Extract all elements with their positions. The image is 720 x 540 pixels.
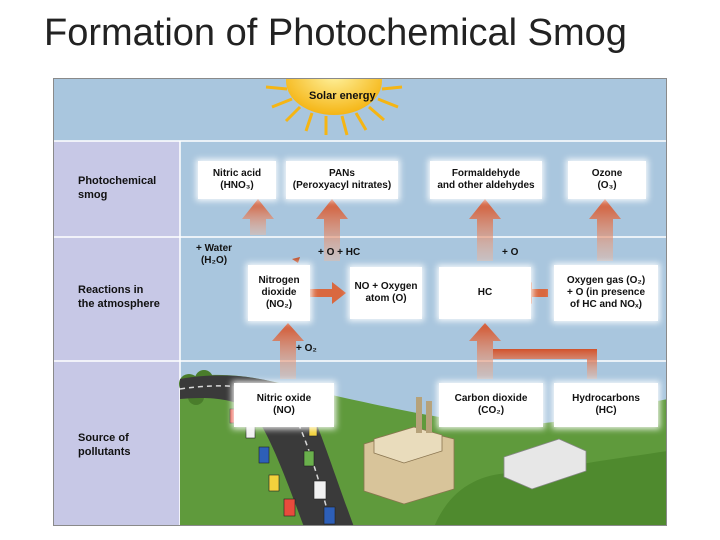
row-label-smog: Photochemical smog	[78, 175, 157, 201]
box-pans: PANs(Peroxyacyl nitrates)	[286, 161, 398, 199]
annotation-o2: + O₂	[296, 343, 317, 354]
arrow-no2-to-no-oxygen	[309, 282, 346, 304]
arrow-to-formaldehyde	[469, 199, 501, 261]
annotation-o-hc: + O + HC	[318, 247, 361, 258]
row-label-reactions: Reactions in the atmosphere	[78, 284, 160, 310]
box-nitric-acid: Nitric acid(HNO₃)	[198, 161, 276, 199]
arrow-to-hc	[469, 323, 501, 379]
box-hc: HC	[439, 267, 531, 319]
slide-title: Formation of Photochemical Smog	[44, 12, 627, 54]
box-carbon-dioxide: Carbon dioxide(CO₂)	[439, 383, 543, 427]
arrow-to-nitric-acid	[242, 199, 274, 235]
arrow-hydrocarbons-to-hc	[493, 349, 597, 379]
arrow-to-ozone	[589, 199, 621, 261]
arrow-no-to-no2	[272, 323, 304, 379]
arrow-to-pans	[316, 199, 348, 261]
box-nitric-oxide: Nitric oxide(NO)	[234, 383, 334, 427]
label-column	[54, 141, 180, 525]
box-ozone: Ozone(O₃)	[568, 161, 646, 199]
sun-icon	[265, 79, 403, 136]
smog-diagram: Solar energy Photochemical smog Reaction…	[53, 78, 667, 526]
row-label-source: Source of pollutants	[78, 432, 131, 458]
box-hydrocarbons: Hydrocarbons(HC)	[554, 383, 658, 427]
annotation-o: + O	[502, 247, 519, 258]
tree-line	[434, 451, 666, 525]
annotation-water: + Water (H₂O)	[196, 243, 233, 266]
white-building	[503, 438, 587, 490]
reaction-arrows	[242, 199, 621, 379]
factory	[363, 397, 455, 505]
solar-energy-label: Solar energy	[309, 90, 376, 102]
